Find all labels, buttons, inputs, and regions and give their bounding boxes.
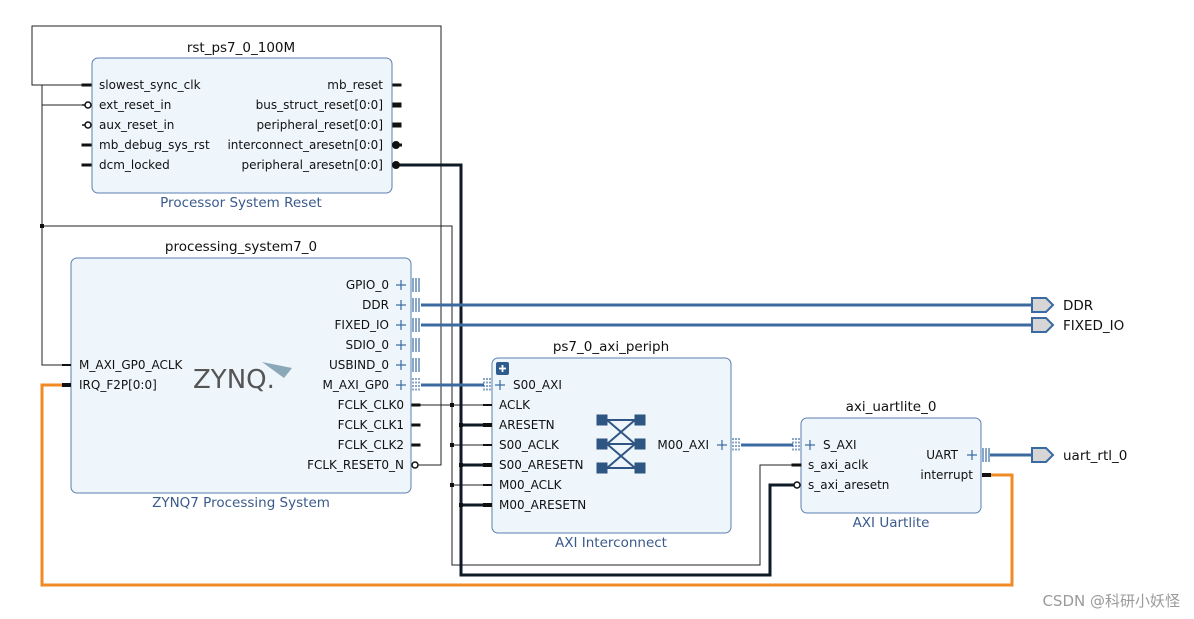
- zynq-logo: ZYNQ.: [193, 362, 292, 395]
- port-m-axi-gp0[interactable]: M_AXI_GP0: [323, 378, 390, 392]
- port-irq-f2p[interactable]: IRQ_F2P[0:0]: [79, 378, 157, 392]
- block-axi-uartlite[interactable]: axi_uartlite_0 AXI Uartlite S_AXI s_axi_…: [791, 399, 991, 531]
- port-slowest-sync-clk[interactable]: slowest_sync_clk: [99, 78, 201, 92]
- port-m00-aresetn[interactable]: M00_ARESETN: [499, 498, 586, 512]
- port-interconnect-aresetn[interactable]: interconnect_aresetn[0:0]: [227, 138, 383, 152]
- port-dcm-locked[interactable]: dcm_locked: [99, 158, 170, 172]
- wire-clk-feed[interactable]: [41, 84, 800, 566]
- port-aux-reset-in[interactable]: aux_reset_in: [99, 118, 174, 132]
- block-subtitle: AXI Interconnect: [555, 535, 667, 551]
- block-title: rst_ps7_0_100M: [187, 40, 295, 56]
- block-title: processing_system7_0: [165, 239, 317, 255]
- svg-text:ZYNQ.: ZYNQ.: [193, 365, 275, 395]
- block-title: ps7_0_axi_periph: [553, 339, 669, 355]
- external-port-uart-rtl[interactable]: uart_rtl_0: [1031, 447, 1127, 464]
- block-axi-interconnect[interactable]: ps7_0_axi_periph AXI Interconnect: [483, 339, 740, 551]
- external-port-label: uart_rtl_0: [1063, 448, 1127, 464]
- port-fclk-clk1[interactable]: FCLK_CLK1: [338, 418, 404, 432]
- port-aresetn[interactable]: ARESETN: [499, 418, 555, 432]
- block-subtitle: ZYNQ7 Processing System: [152, 495, 330, 511]
- port-fclk-clk0[interactable]: FCLK_CLK0: [338, 398, 404, 412]
- port-s-axi-aresetn[interactable]: s_axi_aresetn: [808, 478, 889, 492]
- port-fclk-reset0-n[interactable]: FCLK_RESET0_N: [307, 458, 404, 472]
- expand-hierarchy-button[interactable]: [496, 362, 509, 375]
- port-bus-struct-reset[interactable]: bus_struct_reset[0:0]: [256, 98, 383, 112]
- watermark: CSDN @科研小妖怪: [1042, 592, 1180, 610]
- external-port-ddr[interactable]: DDR: [1031, 297, 1093, 314]
- port-m00-axi[interactable]: M00_AXI: [657, 438, 709, 452]
- port-uart[interactable]: UART: [926, 448, 958, 462]
- wire-fclk-reset[interactable]: [416, 405, 442, 466]
- port-sdio-0[interactable]: SDIO_0: [346, 338, 389, 352]
- wires: [31, 25, 1032, 587]
- port-fixed-io[interactable]: FIXED_IO: [335, 318, 389, 332]
- block-subtitle: Processor System Reset: [160, 195, 322, 211]
- port-fclk-clk2[interactable]: FCLK_CLK2: [338, 438, 404, 452]
- block-rst-ps7[interactable]: rst_ps7_0_100M Processor System Reset sl…: [81, 40, 402, 211]
- port-s-axi-aclk[interactable]: s_axi_aclk: [808, 458, 868, 472]
- crossbar-icon: [596, 414, 646, 474]
- port-ext-reset-in[interactable]: ext_reset_in: [99, 98, 171, 112]
- port-gpio-0[interactable]: GPIO_0: [346, 278, 389, 292]
- wire-m-axi-gp0-aclk[interactable]: [41, 226, 70, 366]
- block-subtitle: AXI Uartlite: [853, 515, 930, 531]
- block-title: axi_uartlite_0: [846, 399, 937, 415]
- port-s00-axi[interactable]: S00_AXI: [513, 378, 562, 392]
- port-mb-reset[interactable]: mb_reset: [327, 78, 383, 92]
- wire-peripheral-aresetn[interactable]: [397, 163, 796, 577]
- port-s00-aclk[interactable]: S00_ACLK: [499, 438, 560, 452]
- port-m-axi-gp0-aclk[interactable]: M_AXI_GP0_ACLK: [79, 358, 184, 372]
- port-peripheral-aresetn[interactable]: peripheral_aresetn[0:0]: [241, 158, 383, 172]
- port-m00-aclk[interactable]: M00_ACLK: [499, 478, 563, 492]
- external-port-label: FIXED_IO: [1063, 318, 1124, 334]
- port-aclk[interactable]: ACLK: [499, 398, 531, 412]
- external-port-fixed-io[interactable]: FIXED_IO: [1031, 317, 1124, 334]
- external-port-label: DDR: [1063, 298, 1093, 314]
- block-processing-system7[interactable]: processing_system7_0 ZYNQ7 Processing Sy…: [62, 239, 421, 511]
- port-interrupt[interactable]: interrupt: [920, 468, 973, 482]
- port-peripheral-reset[interactable]: peripheral_reset[0:0]: [256, 118, 383, 132]
- port-usbind-0[interactable]: USBIND_0: [329, 358, 389, 372]
- port-ddr[interactable]: DDR: [362, 298, 389, 312]
- port-mb-debug-sys-rst[interactable]: mb_debug_sys_rst: [99, 138, 210, 152]
- wire-interrupt[interactable]: [40, 383, 1014, 587]
- port-s00-aresetn[interactable]: S00_ARESETN: [499, 458, 584, 472]
- junctions: [40, 224, 463, 507]
- port-s-axi[interactable]: S_AXI: [823, 438, 857, 452]
- bus-pin-group: [396, 278, 420, 392]
